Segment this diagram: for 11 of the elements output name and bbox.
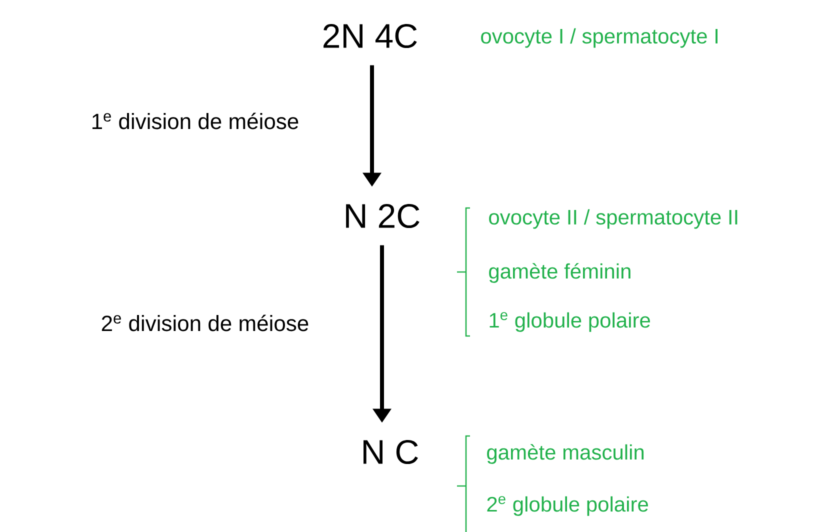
ploidy-label: N C [364,440,418,464]
cell-name: gamète féminin [489,263,630,283]
ploidy-label: N 2C [346,204,420,228]
edge-label: 2$^{e}$ division de méiose [100,314,310,332]
edge-label: 1$^{e}$ division de méiose [90,112,300,130]
cell-name: ovocyte II / spermatocyte II [489,209,738,229]
cell-name: 1$^{e}$ globule polaire [490,312,650,332]
cell-name: gamète masculin [487,444,644,464]
cell-name: ovocyte I / spermatocyte I [481,28,718,48]
ploidy-label: 2N 4C [324,24,417,48]
cell-name: 2$^{e}$ globule polaire [487,496,648,516]
